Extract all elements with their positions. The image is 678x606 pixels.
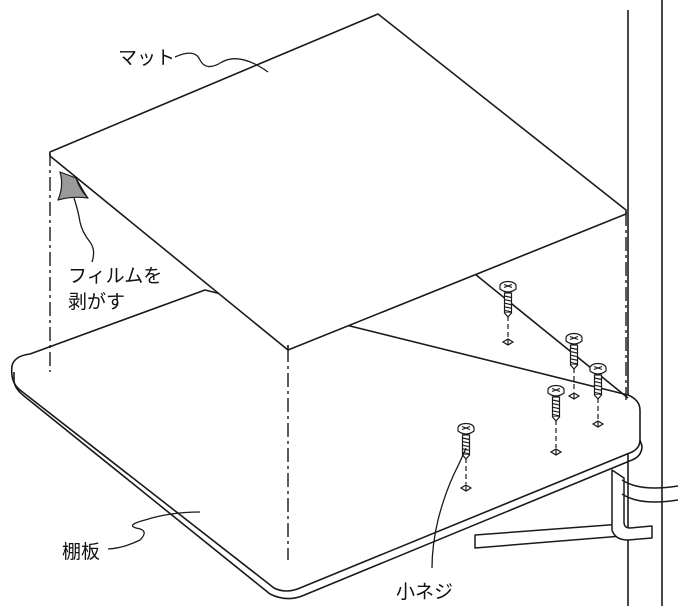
screw [547, 384, 565, 448]
film-label-line1: フィルムを [68, 265, 162, 287]
screw-label: 小ネジ [396, 581, 453, 603]
screw [457, 422, 475, 484]
mat-label: マット [118, 47, 175, 69]
screw [565, 332, 583, 392]
alignment-lines [49, 152, 627, 560]
screw-hole [591, 420, 605, 428]
screw-hole [549, 448, 563, 456]
film-leader [73, 197, 95, 263]
shelf-board [10, 269, 643, 600]
support-pole [627, 0, 663, 606]
mat-leader [174, 52, 269, 73]
screw-leader [431, 447, 467, 569]
screw-hole [501, 338, 515, 346]
screw [499, 280, 517, 338]
peeling-film [57, 171, 89, 201]
shelf-label: 棚板 [62, 541, 100, 563]
screw [589, 362, 607, 420]
mat-panel [49, 13, 627, 351]
screw-hole [567, 392, 581, 400]
shelf-leader [107, 511, 201, 550]
shelf-bracket [474, 469, 678, 549]
leader-lines [73, 52, 467, 569]
screw-hole [459, 484, 473, 492]
film-label-line2: 剥がす [68, 291, 125, 313]
screw-group [457, 280, 607, 492]
